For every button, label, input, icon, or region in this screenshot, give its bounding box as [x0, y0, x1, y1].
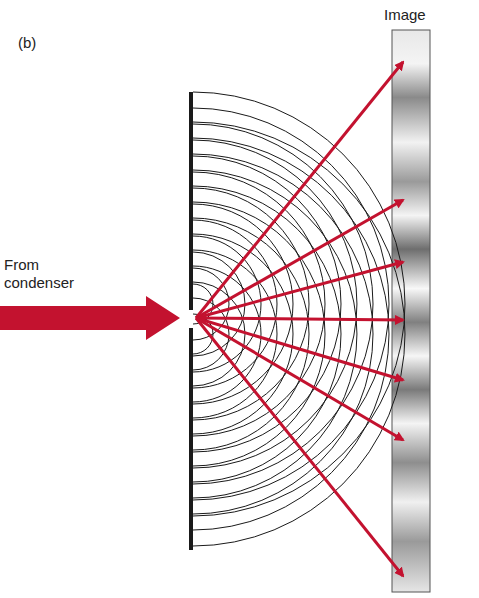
wavefronts: [193, 92, 405, 516]
image-screen: [392, 30, 430, 592]
diffracted-rays: [196, 62, 403, 576]
screen-label: Image: [384, 6, 464, 24]
slit-wall: [189, 92, 193, 550]
beam-label: From condenser: [4, 256, 104, 292]
incoming-beam-arrow: [0, 296, 180, 340]
wavefronts: [193, 122, 405, 546]
panel-letter: (b): [18, 34, 78, 52]
